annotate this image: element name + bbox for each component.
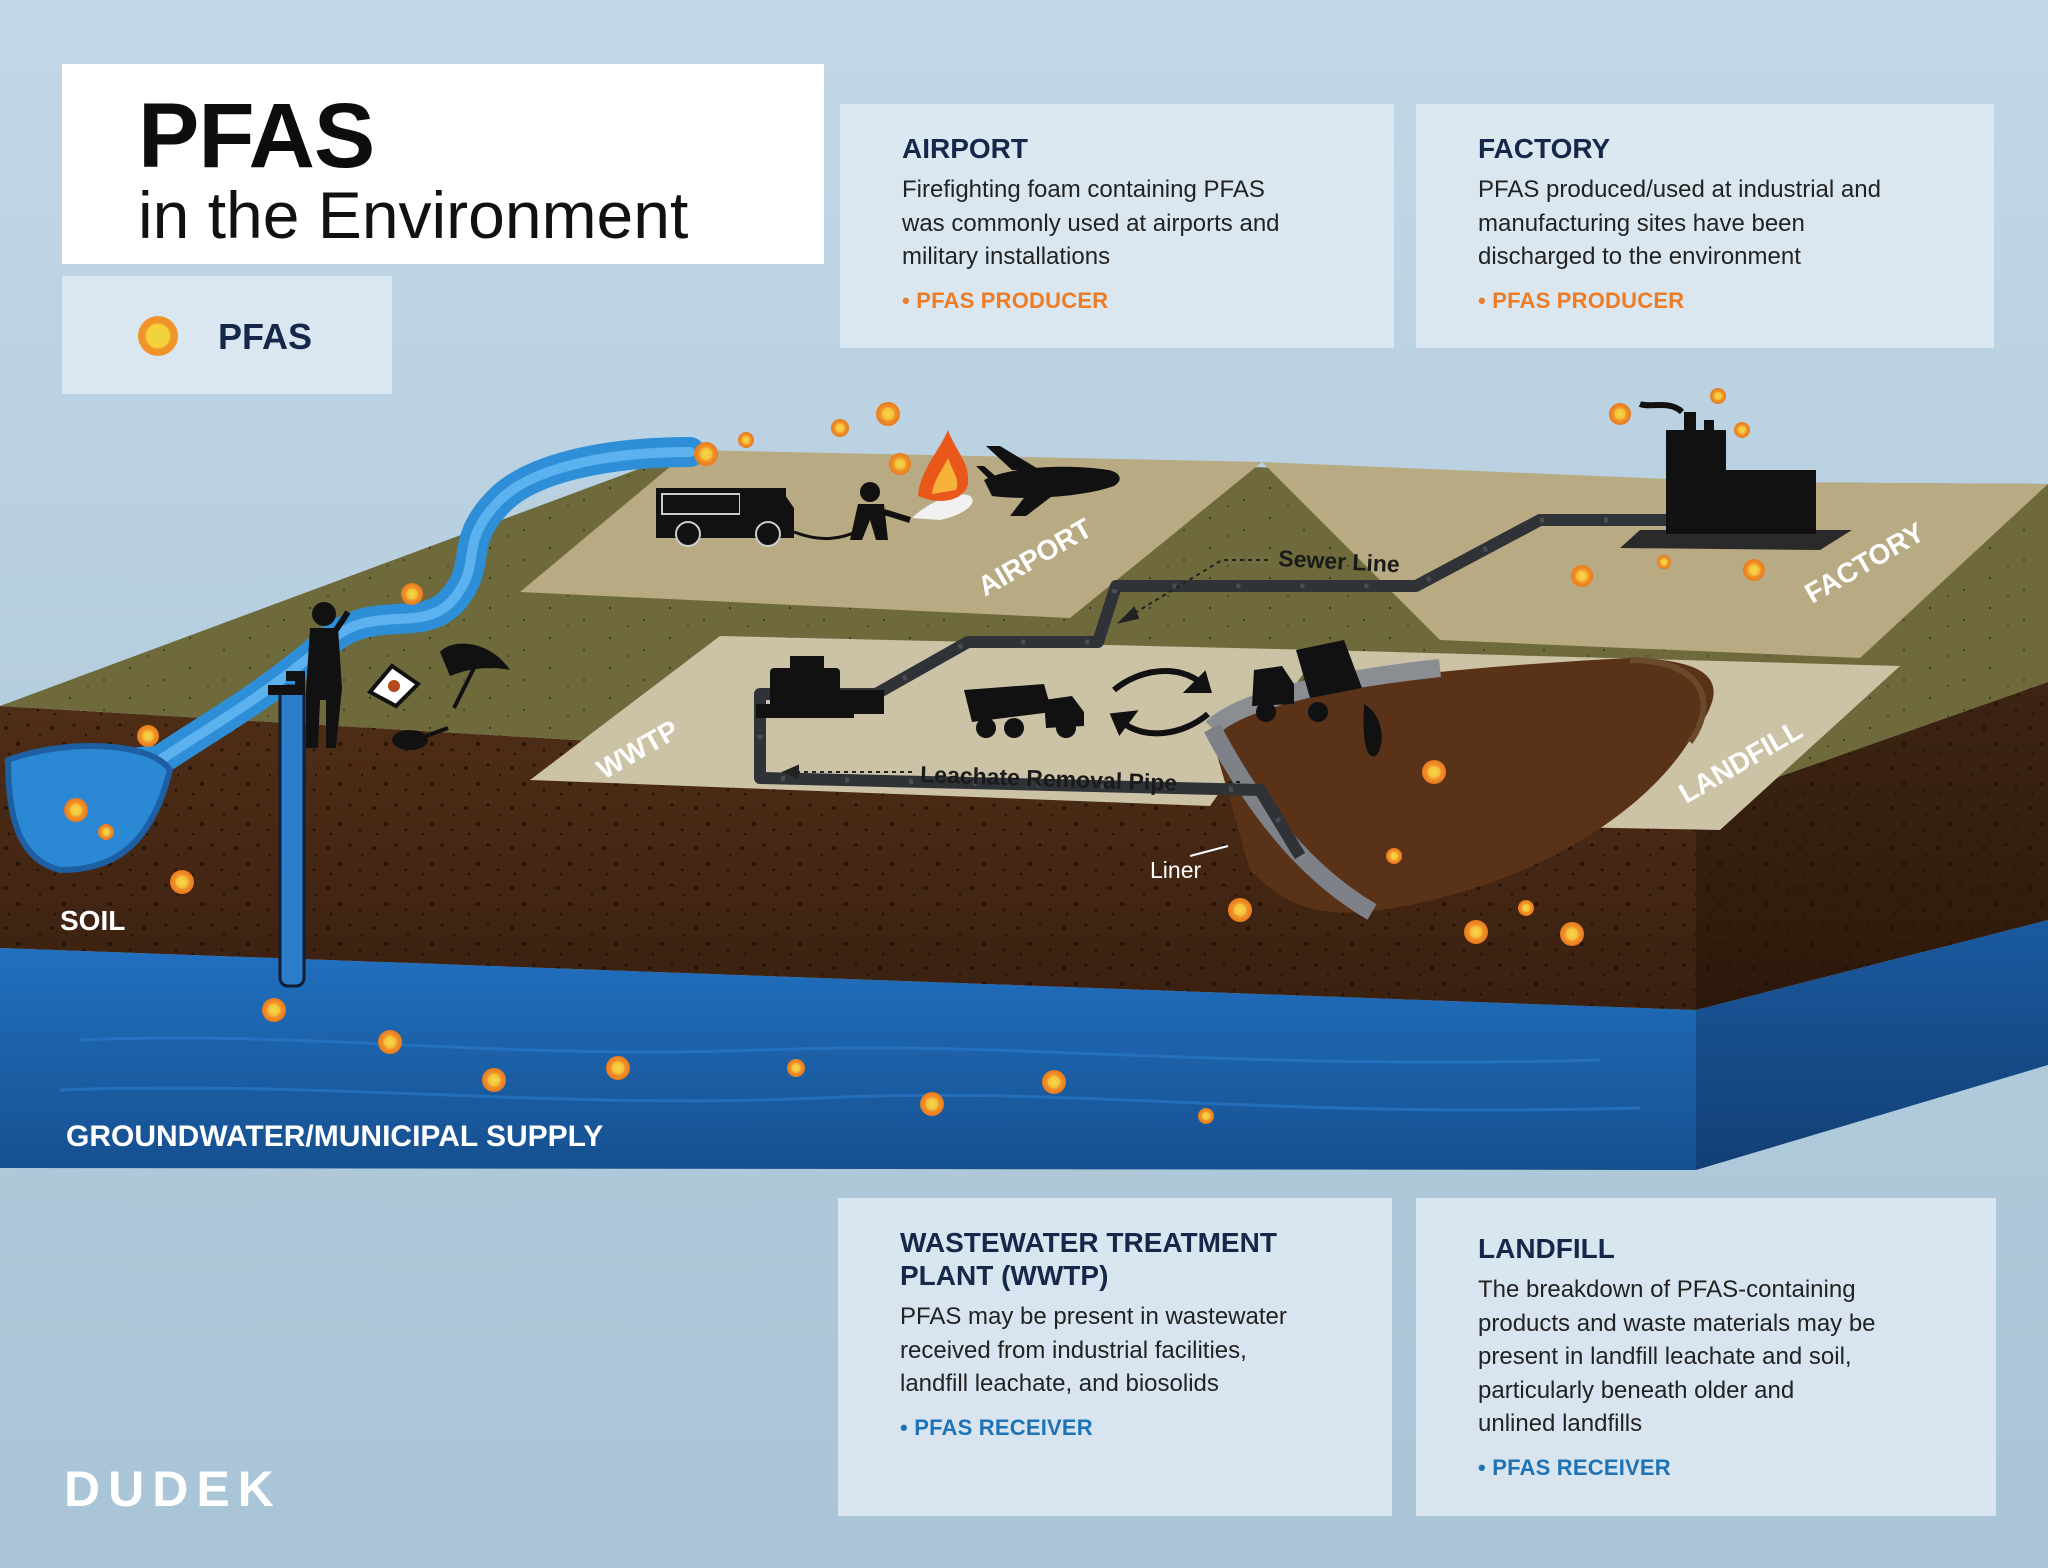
factory-body-line: PFAS produced/used at industrial and bbox=[1478, 176, 1881, 203]
factory-building bbox=[1620, 401, 1852, 550]
factory-body-line: discharged to the environment bbox=[1478, 243, 1801, 270]
pfas-particles bbox=[64, 388, 1765, 1124]
legend: PFAS bbox=[62, 276, 392, 394]
airport-body: Firefighting foam containing PFAS was co… bbox=[902, 173, 1334, 274]
pfas-dot-icon bbox=[138, 316, 178, 356]
well bbox=[268, 671, 306, 988]
pizza-box-icon bbox=[366, 663, 422, 709]
sewer-line-label: Sewer Line bbox=[1278, 545, 1401, 577]
river bbox=[4, 437, 705, 874]
brand-logo: DUDEK bbox=[64, 1461, 282, 1517]
exchange-arrows-icon bbox=[1109, 668, 1212, 737]
landfill-card: LANDFILL The breakdown of PFAS-containin… bbox=[1416, 1198, 1996, 1516]
factory-zone bbox=[1262, 462, 2048, 658]
airport-body-line: military installations bbox=[902, 243, 1111, 270]
firefighter-icon bbox=[793, 482, 911, 541]
legend-label: PFAS bbox=[218, 316, 313, 357]
airport-tag: • PFAS PRODUCER bbox=[902, 287, 1109, 313]
factory-body-line: manufacturing sites have been bbox=[1478, 209, 1805, 237]
wwtp-heading: WASTEWATER TREATMENT PLANT (WWTP) bbox=[900, 1226, 1332, 1292]
landfill-heading: LANDFILL bbox=[1478, 1233, 1615, 1264]
factory-heading: FACTORY bbox=[1478, 133, 1611, 164]
fire-core bbox=[932, 458, 958, 494]
page-subtitle: in the Environment bbox=[138, 178, 689, 252]
page-title: PFAS bbox=[138, 85, 375, 187]
factory-card: FACTORY PFAS produced/used at industrial… bbox=[1416, 104, 1994, 348]
groundwater-label: GROUNDWATER/MUNICIPAL SUPPLY bbox=[66, 1120, 603, 1153]
landfill-body-line: unlined landfills bbox=[1478, 1410, 1643, 1437]
airport-body-line: Firefighting foam containing PFAS bbox=[902, 176, 1265, 203]
soil-label: SOIL bbox=[60, 905, 125, 936]
umbrella-icon bbox=[440, 643, 510, 709]
foam-spray bbox=[912, 494, 973, 520]
landfill-body-line: particularly beneath older and bbox=[1478, 1376, 1795, 1404]
groundwater-layer bbox=[0, 920, 2048, 1170]
title-card: PFAS in the Environment bbox=[62, 64, 824, 264]
fire-truck-icon bbox=[656, 488, 794, 547]
landfill-body-line: present in landfill leachate and soil, bbox=[1478, 1343, 1852, 1370]
wwtp-zone bbox=[530, 636, 1320, 806]
frying-pan-icon bbox=[392, 726, 449, 750]
person-drinking-icon bbox=[306, 602, 351, 748]
flow-arrows bbox=[781, 559, 1268, 783]
wwtp-tag: • PFAS RECEIVER bbox=[900, 1414, 1093, 1440]
airport-body-line: was commonly used at airports and bbox=[902, 209, 1280, 237]
factory-body: PFAS produced/used at industrial and man… bbox=[1478, 173, 1934, 274]
wwtp-heading-line: WASTEWATER TREATMENT bbox=[900, 1227, 1277, 1258]
airplane-icon bbox=[976, 446, 1120, 516]
wwtp-heading-line: PLANT (WWTP) bbox=[900, 1260, 1109, 1291]
landfill-body-line: products and waste materials may be bbox=[1478, 1309, 1876, 1337]
liner-pointer bbox=[1189, 845, 1229, 857]
liner-label: Liner bbox=[1150, 857, 1201, 883]
wwtp-body-line: landfill leachate, and biosolids bbox=[900, 1370, 1219, 1397]
factory-tag: • PFAS PRODUCER bbox=[1478, 287, 1685, 313]
wwtp-body-line: PFAS may be present in wastewater bbox=[900, 1303, 1287, 1330]
wwtp-body-line: received from industrial facilities, bbox=[900, 1336, 1247, 1364]
wwtp-card: WASTEWATER TREATMENT PLANT (WWTP) PFAS m… bbox=[838, 1198, 1392, 1516]
airport-card: AIRPORT Firefighting foam containing PFA… bbox=[840, 104, 1394, 348]
landfill-tag: • PFAS RECEIVER bbox=[1478, 1454, 1671, 1480]
dump-truck-icon bbox=[964, 684, 1084, 738]
landfill-body-line: The breakdown of PFAS-containing bbox=[1478, 1276, 1856, 1303]
airport-heading: AIRPORT bbox=[902, 133, 1028, 164]
landfill-body: The breakdown of PFAS-containing product… bbox=[1478, 1273, 1936, 1441]
tipper-truck-icon bbox=[1252, 640, 1382, 757]
wwtp-body: PFAS may be present in wastewater receiv… bbox=[900, 1300, 1332, 1401]
treatment-equipment-icon bbox=[756, 656, 884, 718]
pipe-network bbox=[754, 514, 1672, 860]
